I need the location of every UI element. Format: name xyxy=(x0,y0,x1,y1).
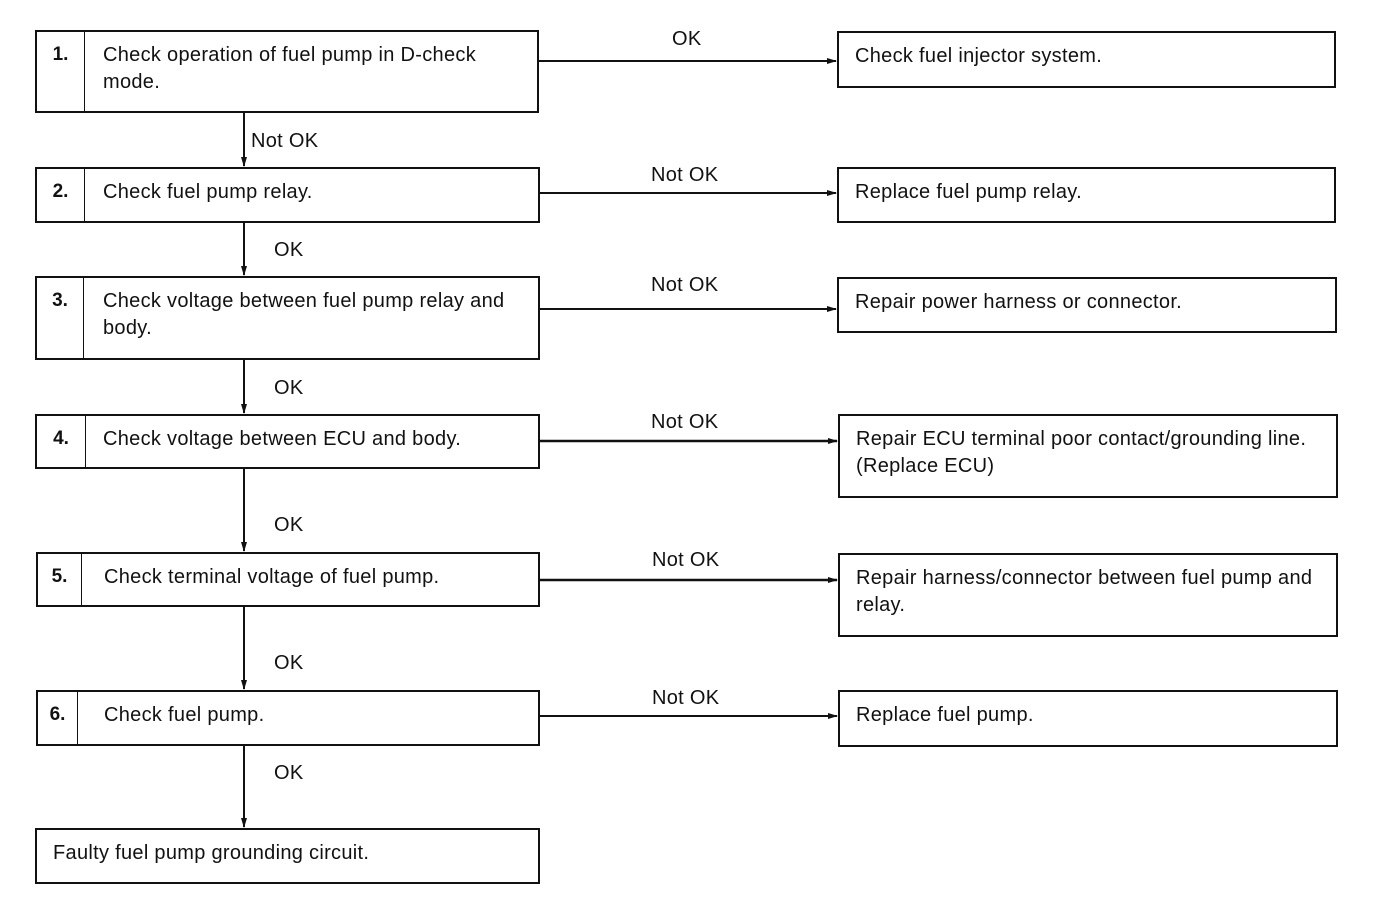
result-box-4: Repair ECU terminal poor contact/groundi… xyxy=(838,414,1338,498)
final-text: Faulty fuel pump grounding circuit. xyxy=(53,842,370,864)
result-text: Repair power harness or connector. xyxy=(855,291,1183,313)
step-text: Check fuel pump. xyxy=(104,704,265,726)
branch-label-1: OK xyxy=(672,28,702,50)
result-box-2: Replace fuel pump relay. xyxy=(837,167,1336,223)
result-text: Replace fuel pump. xyxy=(856,704,1034,726)
step-box-4: 4. Check voltage between ECU and body. xyxy=(35,414,540,469)
result-box-5: Repair harness/connector between fuel pu… xyxy=(838,553,1338,637)
down-label-5: OK xyxy=(274,652,304,674)
final-box: Faulty fuel pump grounding circuit. xyxy=(35,828,540,884)
down-label-3: OK xyxy=(274,377,304,399)
branch-label-5: Not OK xyxy=(652,549,720,571)
result-box-6: Replace fuel pump. xyxy=(838,690,1338,747)
down-label-4: OK xyxy=(274,514,304,536)
step-box-1: 1. Check operation of fuel pump in D-che… xyxy=(35,30,539,113)
step-box-2: 2. Check fuel pump relay. xyxy=(35,167,540,223)
step-number: 4. xyxy=(37,416,86,467)
result-text: Repair ECU terminal poor contact/groundi… xyxy=(856,428,1307,477)
branch-label-3: Not OK xyxy=(651,274,719,296)
step-text: Check fuel pump relay. xyxy=(103,181,313,203)
result-box-3: Repair power harness or connector. xyxy=(837,277,1337,333)
step-number: 3. xyxy=(37,278,84,358)
step-text: Check voltage between ECU and body. xyxy=(103,428,462,450)
step-text: Check terminal voltage of fuel pump. xyxy=(104,566,440,588)
step-number: 6. xyxy=(38,692,78,744)
branch-label-6: Not OK xyxy=(652,687,720,709)
step-number: 5. xyxy=(38,554,82,605)
down-label-1: Not OK xyxy=(251,130,319,152)
result-text: Repair harness/connector between fuel pu… xyxy=(856,567,1313,616)
step-text: Check voltage between fuel pump relay an… xyxy=(103,290,505,339)
result-text: Replace fuel pump relay. xyxy=(855,181,1082,203)
result-box-1: Check fuel injector system. xyxy=(837,31,1336,88)
step-box-3: 3. Check voltage between fuel pump relay… xyxy=(35,276,540,360)
step-number: 1. xyxy=(37,32,85,111)
down-label-6: OK xyxy=(274,762,304,784)
step-box-6: 6. Check fuel pump. xyxy=(36,690,540,746)
down-label-2: OK xyxy=(274,239,304,261)
result-text: Check fuel injector system. xyxy=(855,45,1103,67)
step-number: 2. xyxy=(37,169,85,221)
step-text: Check operation of fuel pump in D-check … xyxy=(103,44,476,93)
branch-label-4: Not OK xyxy=(651,411,719,433)
step-box-5: 5. Check terminal voltage of fuel pump. xyxy=(36,552,540,607)
branch-label-2: Not OK xyxy=(651,164,719,186)
